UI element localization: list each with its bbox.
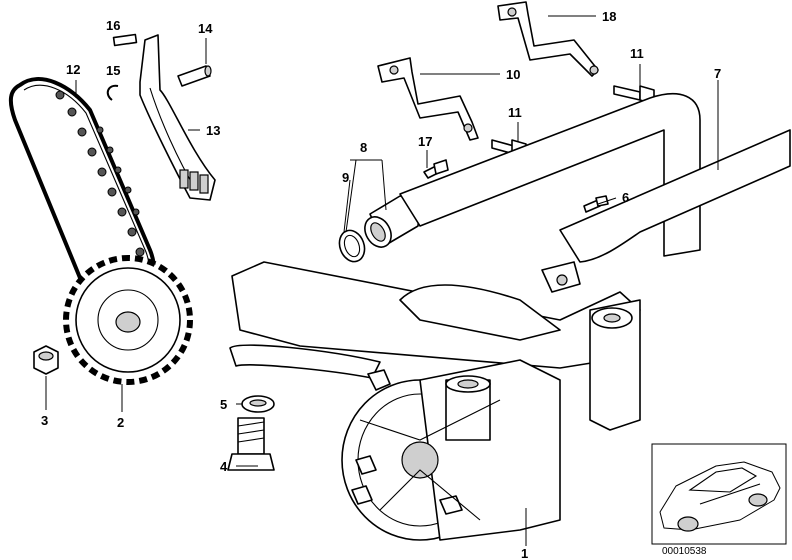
callout-12: 12 xyxy=(66,62,80,77)
callout-11a: 11 xyxy=(630,46,644,61)
vehicle-thumbnail: 00010538 xyxy=(651,443,787,557)
bolt-oil-tube[interactable] xyxy=(423,159,449,179)
leader-lines xyxy=(45,15,719,546)
callout-18: 18 xyxy=(602,9,616,24)
hex-bolt[interactable] xyxy=(227,417,275,471)
tube-seal-ring[interactable] xyxy=(335,227,368,265)
circlip[interactable] xyxy=(106,84,119,101)
hex-nut[interactable] xyxy=(33,345,59,375)
callout-15: 15 xyxy=(106,63,120,78)
callout-3: 3 xyxy=(41,413,48,428)
callout-5: 5 xyxy=(220,397,227,412)
callout-1: 1 xyxy=(521,546,528,560)
callout-11b: 11 xyxy=(508,105,522,120)
bracket-upper[interactable] xyxy=(497,1,599,77)
callout-4: 4 xyxy=(220,459,228,474)
callout-13: 13 xyxy=(206,123,220,138)
guide-pin[interactable] xyxy=(177,65,212,87)
callout-9: 9 xyxy=(342,170,349,185)
oil-pump-sprocket[interactable] xyxy=(63,255,193,385)
oil-pipe[interactable] xyxy=(399,93,791,293)
bolt-pipe-flange[interactable] xyxy=(583,195,609,213)
oil-intake-tube[interactable] xyxy=(360,195,421,252)
callout-7: 7 xyxy=(714,66,721,81)
dowel-pin[interactable] xyxy=(112,33,138,47)
bracket-lower[interactable] xyxy=(377,57,479,141)
callout-10: 10 xyxy=(506,67,520,82)
callout-16: 16 xyxy=(106,18,120,33)
callout-2: 2 xyxy=(117,415,124,430)
callout-labels: 1 2 3 4 5 6 7 8 9 10 11 11 12 13 14 15 1… xyxy=(41,9,721,560)
oil-pump[interactable] xyxy=(229,261,641,541)
car-sedan-icon xyxy=(659,461,781,532)
document-number: 00010538 xyxy=(662,546,707,557)
callout-6: 6 xyxy=(622,190,629,205)
callout-8: 8 xyxy=(360,140,367,155)
callout-14: 14 xyxy=(198,21,213,36)
chain-tensioner-rail[interactable] xyxy=(139,34,216,201)
washer[interactable] xyxy=(241,395,275,413)
callout-17: 17 xyxy=(418,134,432,149)
